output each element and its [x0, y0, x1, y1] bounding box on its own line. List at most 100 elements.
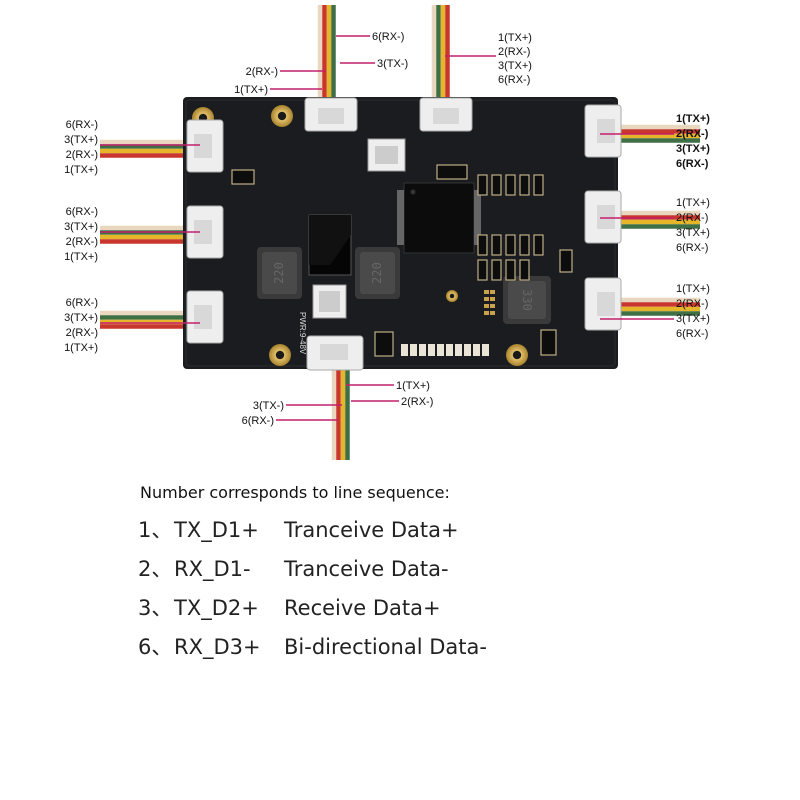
legend-description: Tranceive Data- — [284, 557, 449, 581]
smd-part — [436, 164, 468, 180]
legend-signal: RX_D1- — [174, 557, 251, 581]
smd-part — [491, 174, 502, 196]
pin-label: 6(RX-) — [66, 119, 98, 131]
jst-socket — [194, 220, 212, 244]
pin-label: 3(TX+) — [676, 227, 710, 239]
pin-label: 3(TX+) — [64, 221, 98, 233]
pin-label: 2(RX-) — [498, 46, 530, 58]
pin-label: 1(TX+) — [64, 164, 98, 176]
svg-text:220: 220 — [370, 262, 384, 284]
smd-part — [505, 234, 516, 256]
led-pad — [437, 344, 444, 356]
pin-label: 1(TX+) — [676, 283, 710, 295]
jst-socket — [318, 108, 344, 124]
solder-pad — [490, 304, 495, 308]
pin-label: 3(TX-) — [253, 400, 284, 412]
pin-label: 1(TX+) — [234, 84, 268, 96]
mounting-hole — [271, 105, 293, 127]
jst-socket — [433, 108, 459, 124]
pin-label: 2(RX-) — [676, 212, 708, 224]
led-pad — [446, 344, 453, 356]
inductor-mid: 220 — [355, 247, 400, 299]
jst-socket — [194, 134, 212, 158]
smd-part — [559, 249, 573, 273]
pin-label: 1(TX+) — [64, 251, 98, 263]
led-pad — [410, 344, 417, 356]
pin-label: 1(TX+) — [64, 342, 98, 354]
pin-label: 6(RX-) — [676, 328, 708, 340]
pin-label: 3(TX+) — [498, 60, 532, 72]
pin-label: 2(RX-) — [66, 149, 98, 161]
smd-part — [505, 174, 516, 196]
led-pad — [419, 344, 426, 356]
pin-label: 2(RX-) — [66, 327, 98, 339]
mounting-hole — [506, 344, 528, 366]
smd-part — [533, 174, 544, 196]
legend-number: 2、 — [138, 557, 173, 581]
smd-part — [540, 329, 557, 356]
smd-part — [519, 234, 530, 256]
smd-part — [477, 234, 488, 256]
pin-label: 1(TX+) — [396, 380, 430, 392]
smd-part — [374, 331, 394, 357]
legend-description: Bi-directional Data- — [284, 635, 487, 659]
solder-pad — [490, 311, 495, 315]
legend-row: 2、 RX_D1- Tranceive Data- — [138, 553, 758, 592]
smd-part — [505, 259, 516, 281]
power-silkscreen: PWR:9-48V — [298, 312, 307, 355]
pin-label: 3(TX+) — [676, 313, 710, 325]
pin-label: 6(RX-) — [66, 297, 98, 309]
solder-pad — [484, 311, 489, 315]
legend-row: 6、 RX_D3+ Bi-directional Data- — [138, 631, 758, 670]
smd-part — [477, 174, 488, 196]
pin-label: 2(RX-) — [401, 396, 433, 408]
legend-signal: TX_D2+ — [174, 596, 259, 620]
pin-label: 3(TX+) — [64, 134, 98, 146]
pin-label: 1(TX+) — [676, 113, 710, 125]
pin-label: 3(TX+) — [676, 143, 710, 155]
smd-part — [519, 259, 530, 281]
pin-label: 3(TX+) — [64, 312, 98, 324]
legend-number: 6、 — [138, 635, 173, 659]
jst-headers — [186, 97, 622, 371]
pin-label: 6(RX-) — [372, 31, 404, 43]
pin-label: 6(RX-) — [242, 415, 274, 427]
smd-components — [231, 164, 573, 357]
legend-description: Receive Data+ — [284, 596, 441, 620]
smd-part — [491, 259, 502, 281]
led-pad — [401, 344, 408, 356]
smd-part — [491, 234, 502, 256]
led-pad — [473, 344, 480, 356]
legend-description: Tranceive Data+ — [284, 518, 459, 542]
smd-part — [477, 259, 488, 281]
legend-signal: TX_D1+ — [174, 518, 259, 542]
board-diagram: 220 220 330 PWR:9-48V 6(RX-) 3(TX+) 2(RX-)… — [64, 5, 710, 460]
jst-socket — [597, 205, 615, 229]
solder-pad — [490, 297, 495, 301]
legend-signal: RX_D3+ — [174, 635, 261, 659]
legend-number: 3、 — [138, 596, 173, 620]
solder-pad — [490, 290, 495, 294]
svg-text:220: 220 — [272, 262, 286, 284]
pin-label: 6(RX-) — [676, 158, 709, 170]
pin-label: 2(RX-) — [66, 236, 98, 248]
led-pad — [464, 344, 471, 356]
legend-row: 1、 TX_D1+ Tranceive Data+ — [138, 514, 758, 553]
solder-pad — [484, 297, 489, 301]
pin-label: 6(RX-) — [498, 74, 530, 86]
inductor-right: 330 — [503, 276, 551, 324]
pin-label: 2(RX-) — [246, 66, 278, 78]
smd-part — [231, 169, 255, 185]
smd-part — [519, 174, 530, 196]
jst-socket — [597, 292, 615, 316]
jst-socket — [320, 344, 348, 360]
legend-title: Number corresponds to line sequence: — [140, 483, 450, 502]
legend: Number corresponds to line sequence: 1、 … — [138, 483, 758, 670]
pin-label: 6(RX-) — [676, 242, 708, 254]
jst-socket — [597, 119, 615, 143]
pin-label: 6(RX-) — [66, 206, 98, 218]
led-pad — [482, 344, 489, 356]
jst-socket — [194, 305, 212, 329]
solder-pad — [484, 290, 489, 294]
solder-pad — [484, 304, 489, 308]
